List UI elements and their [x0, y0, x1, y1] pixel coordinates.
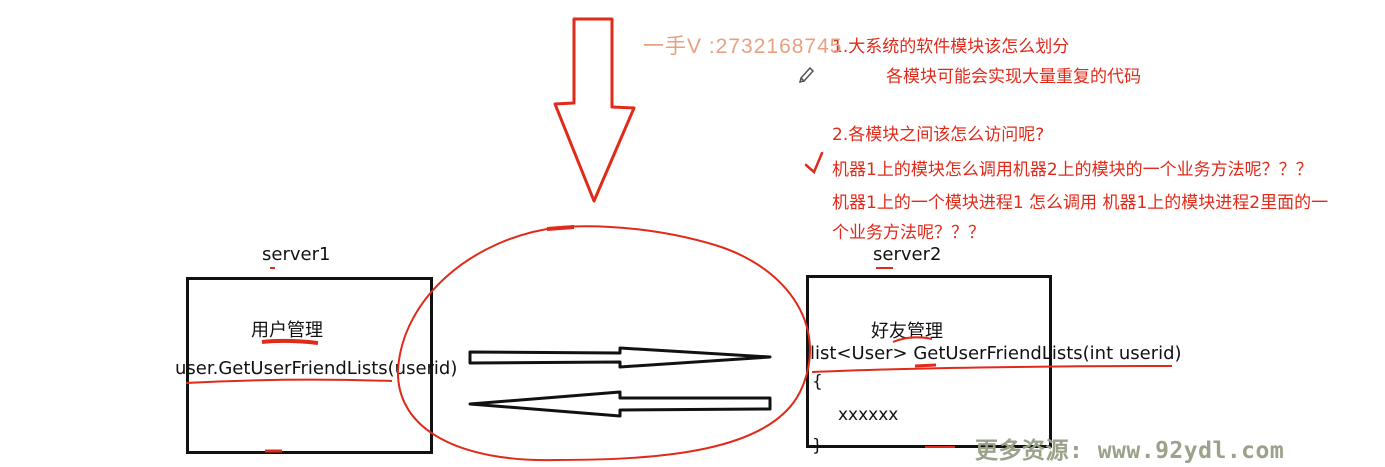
ellipse-start-mark [546, 225, 575, 231]
underline-server2-method [914, 363, 937, 368]
server1-module-label: 用户管理 [251, 320, 323, 341]
check-mark [804, 151, 824, 175]
note-line-3: 2.各模块之间该怎么访问呢? [832, 125, 1045, 145]
response-arrow [468, 390, 772, 418]
note-line-1: 1.大系统的软件模块该怎么划分 [832, 37, 1070, 57]
server2-title: server2 [873, 244, 942, 265]
note-line-4: 机器1上的模块怎么调用机器2上的模块的一个业务方法呢？？？ [832, 160, 1313, 180]
server2-method-signature: list<User> GetUserFriendLists(int userid… [810, 343, 1182, 364]
server2-method-body: xxxxxx [838, 405, 899, 425]
down-arrow [553, 17, 636, 203]
watermark-text: 更多资源: www.92ydl.com [975, 438, 1285, 464]
note-line-5: 机器1上的一个模块进程1 怎么调用 机器1上的模块进程2里面的一 [832, 193, 1329, 213]
server1-call-code: user.GetUserFriendLists(userid) [175, 358, 458, 379]
request-arrow [468, 346, 772, 369]
server2-module-label: 好友管理 [871, 321, 943, 342]
underline-server2-signature [811, 365, 1173, 373]
server1-title: server1 [262, 244, 331, 265]
server2-open-brace: { [812, 372, 823, 392]
underline-server1-module [261, 338, 319, 345]
underline-server1-call [185, 378, 393, 384]
note-line-6: 个业务方法呢？？？ [832, 223, 985, 243]
communication-ellipse [396, 225, 811, 462]
pencil-cursor-icon [798, 66, 815, 84]
server2-close-brace: } [812, 436, 823, 456]
note-line-2: 各模块可能会实现大量重复的代码 [886, 67, 1141, 87]
underline-server2-module [892, 336, 933, 343]
server1-box [186, 277, 433, 454]
contact-text: 一手V :2732168745 [643, 35, 843, 58]
